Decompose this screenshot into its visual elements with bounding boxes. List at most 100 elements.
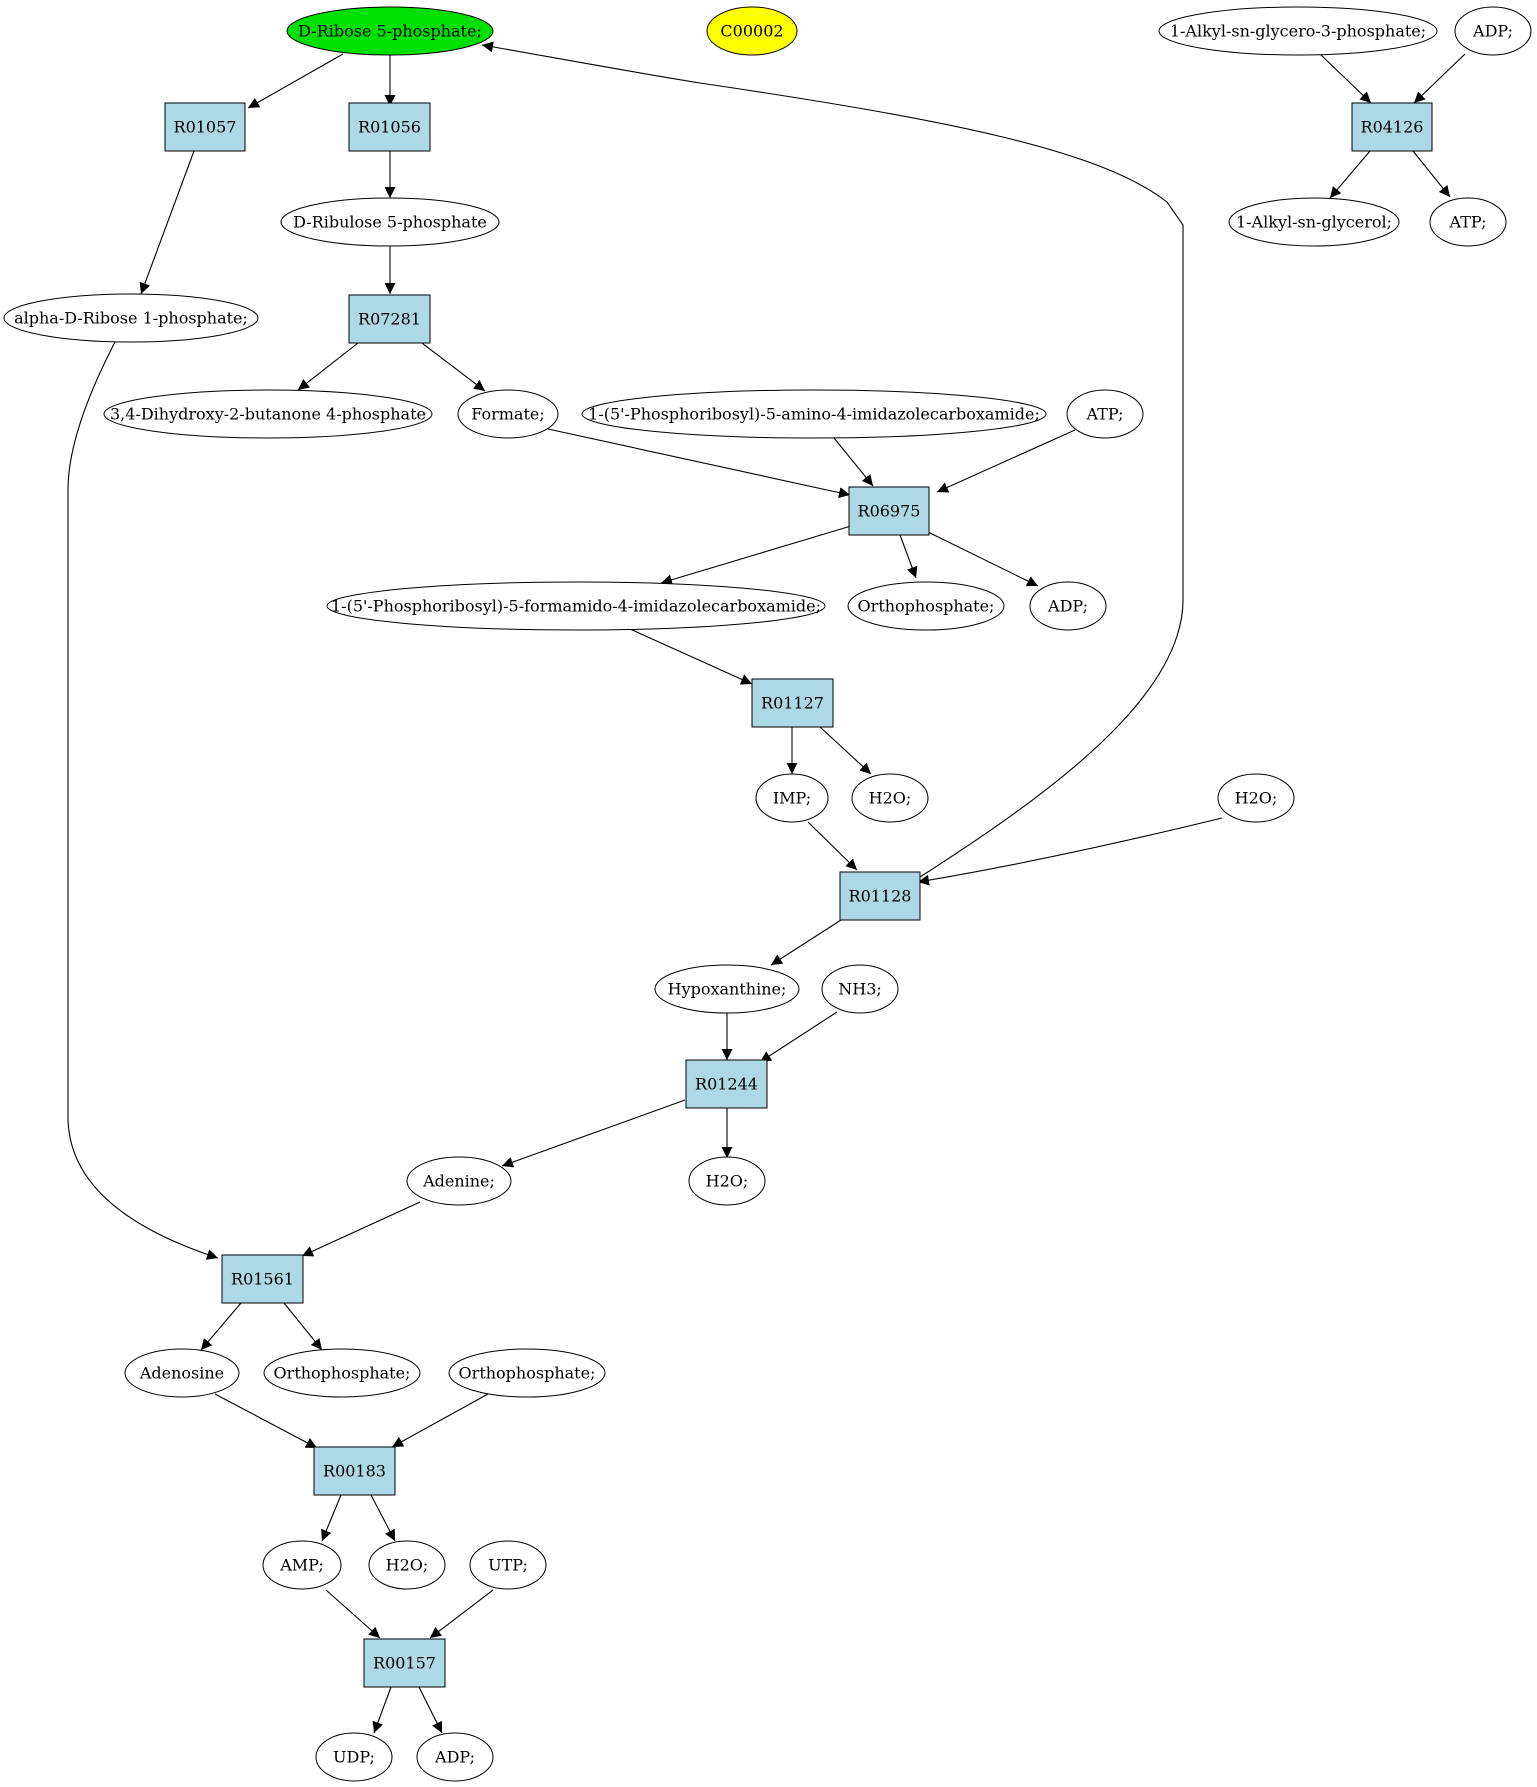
edge-r00157-adpbottom <box>418 1686 443 1734</box>
node-faicar[interactable]: 1-(5'-Phosphoribosyl)-5-formamido-4-imid… <box>326 581 826 631</box>
node-label: D-Ribulose 5-phosphate <box>293 213 487 232</box>
node-shape <box>406 1156 512 1206</box>
edge-imp-r01128 <box>807 821 858 871</box>
node-adp-bottom[interactable]: ADP; <box>416 1732 494 1782</box>
node-label: Adenine; <box>422 1172 495 1191</box>
node-imp[interactable]: IMP; <box>755 773 829 823</box>
reaction-r00183[interactable]: R00183 <box>313 1446 396 1496</box>
edge-adenosine-r00183 <box>214 1393 318 1449</box>
node-label: Hypoxanthine; <box>668 980 787 999</box>
node-shape <box>688 1156 766 1206</box>
node-udp[interactable]: UDP; <box>315 1732 393 1782</box>
node-shape <box>839 871 921 921</box>
node-d-ribose-5-phosphate[interactable]: D-Ribose 5-phosphate; <box>286 6 494 56</box>
edge-atpmid-r06975 <box>936 429 1076 493</box>
edge-r01127-h2o <box>819 726 872 775</box>
node-shape <box>124 1348 240 1398</box>
node-aicar[interactable]: 1-(5'-Phosphoribosyl)-5-amino-4-imidazol… <box>581 389 1047 439</box>
reaction-r06975[interactable]: R06975 <box>848 486 930 536</box>
node-utp[interactable]: UTP; <box>469 1540 547 1590</box>
node-shape <box>1066 389 1144 439</box>
node-orthophosphate-r00183[interactable]: Orthophosphate; <box>448 1348 606 1398</box>
node-label: R01057 <box>174 118 237 137</box>
node-shape <box>821 964 899 1014</box>
edge-r06975-faicar <box>660 525 852 586</box>
node-label: 1-(5'-Phosphoribosyl)-5-formamido-4-imid… <box>331 597 821 616</box>
edge-r07281-dhbp <box>297 342 359 391</box>
node-h2o-r01127[interactable]: H2O; <box>851 773 929 823</box>
reaction-r01244[interactable]: R01244 <box>685 1059 768 1109</box>
node-adenosine[interactable]: Adenosine <box>124 1348 240 1398</box>
node-3-4-dihydroxy-2-butanone-4-phosphate[interactable]: 3,4-Dihydroxy-2-butanone 4-phosphate <box>103 389 433 439</box>
edge-ribose1p-r01561 <box>67 341 219 1260</box>
node-h2o-r00183[interactable]: H2O; <box>368 1540 446 1590</box>
node-adenine[interactable]: Adenine; <box>406 1156 512 1206</box>
node-1-alkyl-sn-glycero-3-phosphate[interactable]: 1-Alkyl-sn-glycero-3-phosphate; <box>1158 6 1438 56</box>
reaction-r00157[interactable]: R00157 <box>363 1638 446 1688</box>
node-formate[interactable]: Formate; <box>457 389 559 439</box>
node-shape <box>262 1540 342 1590</box>
node-h2o-r01244[interactable]: H2O; <box>688 1156 766 1206</box>
node-label: R01128 <box>849 887 912 906</box>
node-label: R00157 <box>373 1654 436 1673</box>
node-shape <box>315 1732 393 1782</box>
node-shape <box>1454 6 1532 56</box>
node-shape <box>326 581 826 631</box>
edge-r00183-h2o <box>370 1494 396 1542</box>
node-atp-top[interactable]: ATP; <box>1429 197 1507 247</box>
node-label: ADP; <box>1472 22 1513 41</box>
edge-adenine-r01561 <box>301 1201 421 1257</box>
edge-r07281-formate <box>421 342 486 392</box>
node-1-alkyl-sn-glycerol[interactable]: 1-Alkyl-sn-glycerol; <box>1228 197 1400 247</box>
node-label: D-Ribose 5-phosphate; <box>298 22 482 41</box>
node-alpha-d-ribose-1-phosphate[interactable]: alpha-D-Ribose 1-phosphate; <box>3 293 259 343</box>
node-label: Formate; <box>471 405 545 424</box>
node-label: R07281 <box>358 310 421 329</box>
node-orthophosphate-mid[interactable]: Orthophosphate; <box>847 581 1005 631</box>
node-c00002[interactable]: C00002 <box>706 6 798 56</box>
reaction-r01128[interactable]: R01128 <box>839 871 921 921</box>
node-label: ATP; <box>1449 213 1487 232</box>
edge-amp-r00157 <box>325 1589 381 1639</box>
edge-ribose5p-r01057 <box>247 53 344 109</box>
node-shape <box>706 6 798 56</box>
node-label: ATP; <box>1086 405 1124 424</box>
edge-r00183-amp <box>321 1494 342 1542</box>
node-shape <box>348 294 431 344</box>
node-orthophosphate-r01561[interactable]: Orthophosphate; <box>263 1348 421 1398</box>
reaction-r01056[interactable]: R01056 <box>348 102 431 152</box>
node-amp[interactable]: AMP; <box>262 1540 342 1590</box>
edge-r04126-atptop <box>1412 150 1451 198</box>
node-nh3[interactable]: NH3; <box>821 964 899 1014</box>
node-atp-mid[interactable]: ATP; <box>1066 389 1144 439</box>
reaction-r04126[interactable]: R04126 <box>1351 102 1433 152</box>
node-h2o-right[interactable]: H2O; <box>1217 773 1295 823</box>
node-d-ribulose-5-phosphate[interactable]: D-Ribulose 5-phosphate <box>280 197 500 247</box>
node-adp-mid[interactable]: ADP; <box>1029 581 1107 631</box>
node-shape <box>1158 6 1438 56</box>
edge-h2oright-r01128 <box>917 817 1223 886</box>
node-hypoxanthine[interactable]: Hypoxanthine; <box>654 964 800 1014</box>
reaction-r01561[interactable]: R01561 <box>221 1254 304 1304</box>
reaction-r07281[interactable]: R07281 <box>348 294 431 344</box>
reaction-r01057[interactable]: R01057 <box>164 102 246 152</box>
edge-r01561-adenosine <box>200 1302 242 1351</box>
node-shape <box>363 1638 446 1688</box>
node-label: Adenosine <box>139 1364 224 1383</box>
node-shape <box>1228 197 1400 247</box>
node-adp-top[interactable]: ADP; <box>1454 6 1532 56</box>
node-shape <box>469 1540 547 1590</box>
reaction-r01127[interactable]: R01127 <box>751 678 834 728</box>
edge-r06975-ortho <box>899 534 918 579</box>
node-label: H2O; <box>869 789 912 808</box>
node-shape <box>286 6 494 56</box>
node-label: IMP; <box>773 789 811 808</box>
node-shape <box>755 773 829 823</box>
node-label: 1-(5'-Phosphoribosyl)-5-amino-4-imidazol… <box>588 405 1040 424</box>
edge-r01128-hypoxanthine <box>770 919 842 966</box>
node-shape <box>1429 197 1507 247</box>
node-label: alpha-D-Ribose 1-phosphate; <box>14 309 248 328</box>
node-label: 1-Alkyl-sn-glycerol; <box>1236 213 1392 232</box>
node-label: Orthophosphate; <box>858 597 995 616</box>
